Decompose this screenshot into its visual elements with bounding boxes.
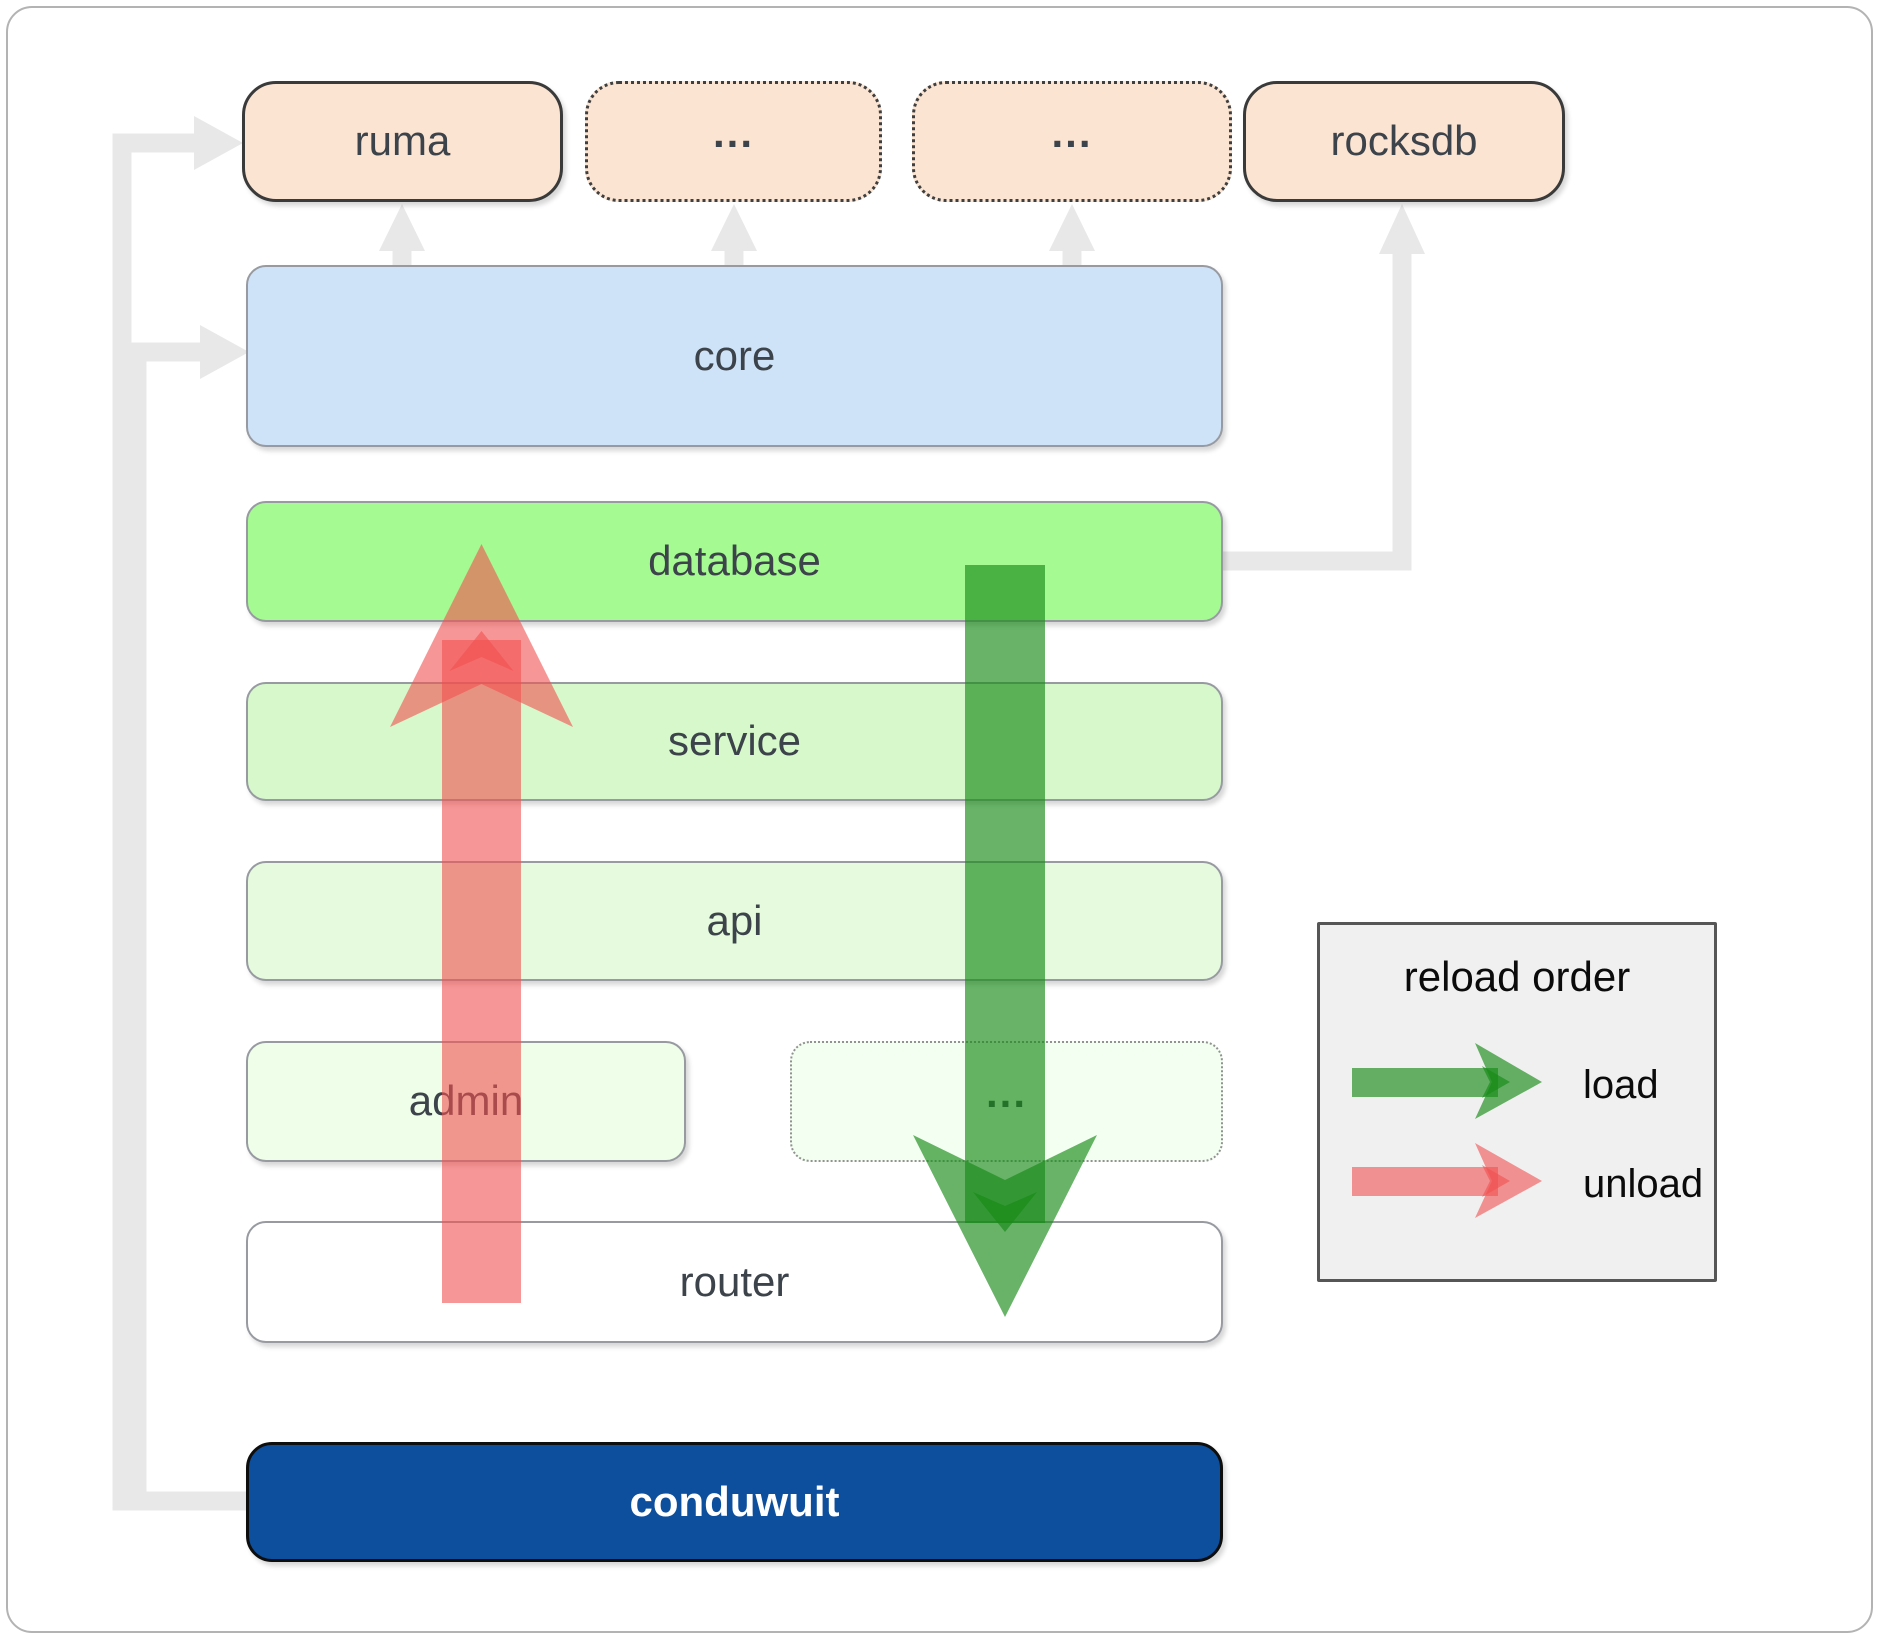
box-rocksdb: rocksdb — [1243, 81, 1565, 202]
box-ruma: ruma — [242, 81, 563, 202]
box-extra-top-1: ... — [585, 81, 882, 202]
box-extra-top-1-label: ... — [712, 109, 754, 157]
box-database-label: database — [648, 537, 821, 585]
legend-load-label: load — [1583, 1062, 1659, 1107]
box-core-label: core — [693, 331, 776, 379]
box-rocksdb-label: rocksdb — [1330, 117, 1478, 165]
box-api-label: api — [706, 896, 763, 944]
box-extra-top-2-label: ... — [1051, 109, 1093, 157]
box-conduwuit: conduwuit — [246, 1442, 1223, 1562]
box-extra-top-2: ... — [912, 81, 1232, 202]
legend-title: reload order — [1403, 953, 1631, 1000]
box-ruma-label: ruma — [354, 117, 451, 165]
box-core: core — [246, 265, 1223, 447]
box-api: api — [246, 861, 1223, 981]
legend: reload order load unload — [1317, 922, 1717, 1282]
box-conduwuit-label: conduwuit — [629, 1477, 840, 1525]
legend-unload-label: unload — [1583, 1161, 1704, 1206]
box-router-label: router — [679, 1257, 790, 1305]
box-service-label: service — [667, 717, 802, 765]
